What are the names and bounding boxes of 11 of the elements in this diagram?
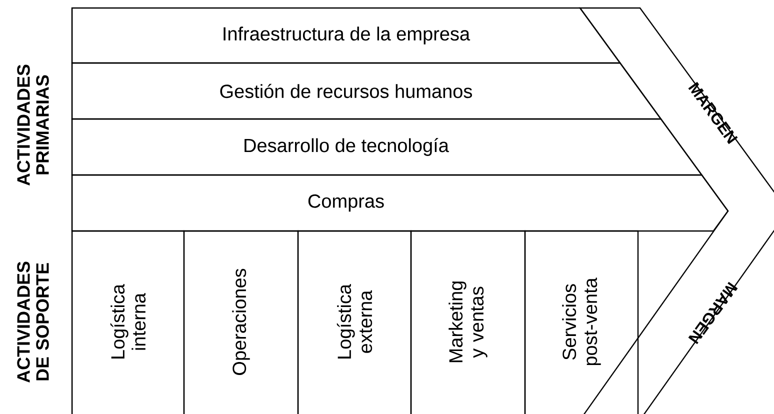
activity-band: Compras bbox=[71, 174, 729, 232]
activity-cell: Logística externa bbox=[297, 230, 412, 414]
activity-band: Infraestructura de la empresa bbox=[71, 7, 622, 64]
activity-cell: Operaciones bbox=[183, 230, 299, 414]
activity-cell: Logística interna bbox=[71, 230, 185, 414]
activity-cell: Servicios post-venta bbox=[524, 230, 639, 414]
side-label: ACTIVIDADES DE SOPORTE bbox=[17, 262, 49, 383]
side-label: ACTIVIDADES PRIMARIAS bbox=[17, 64, 49, 186]
activity-band: Gestión de recursos humanos bbox=[71, 62, 662, 120]
activity-band: Desarrollo de tecnología bbox=[71, 118, 703, 176]
activity-cell: Marketing y ventas bbox=[410, 230, 526, 414]
